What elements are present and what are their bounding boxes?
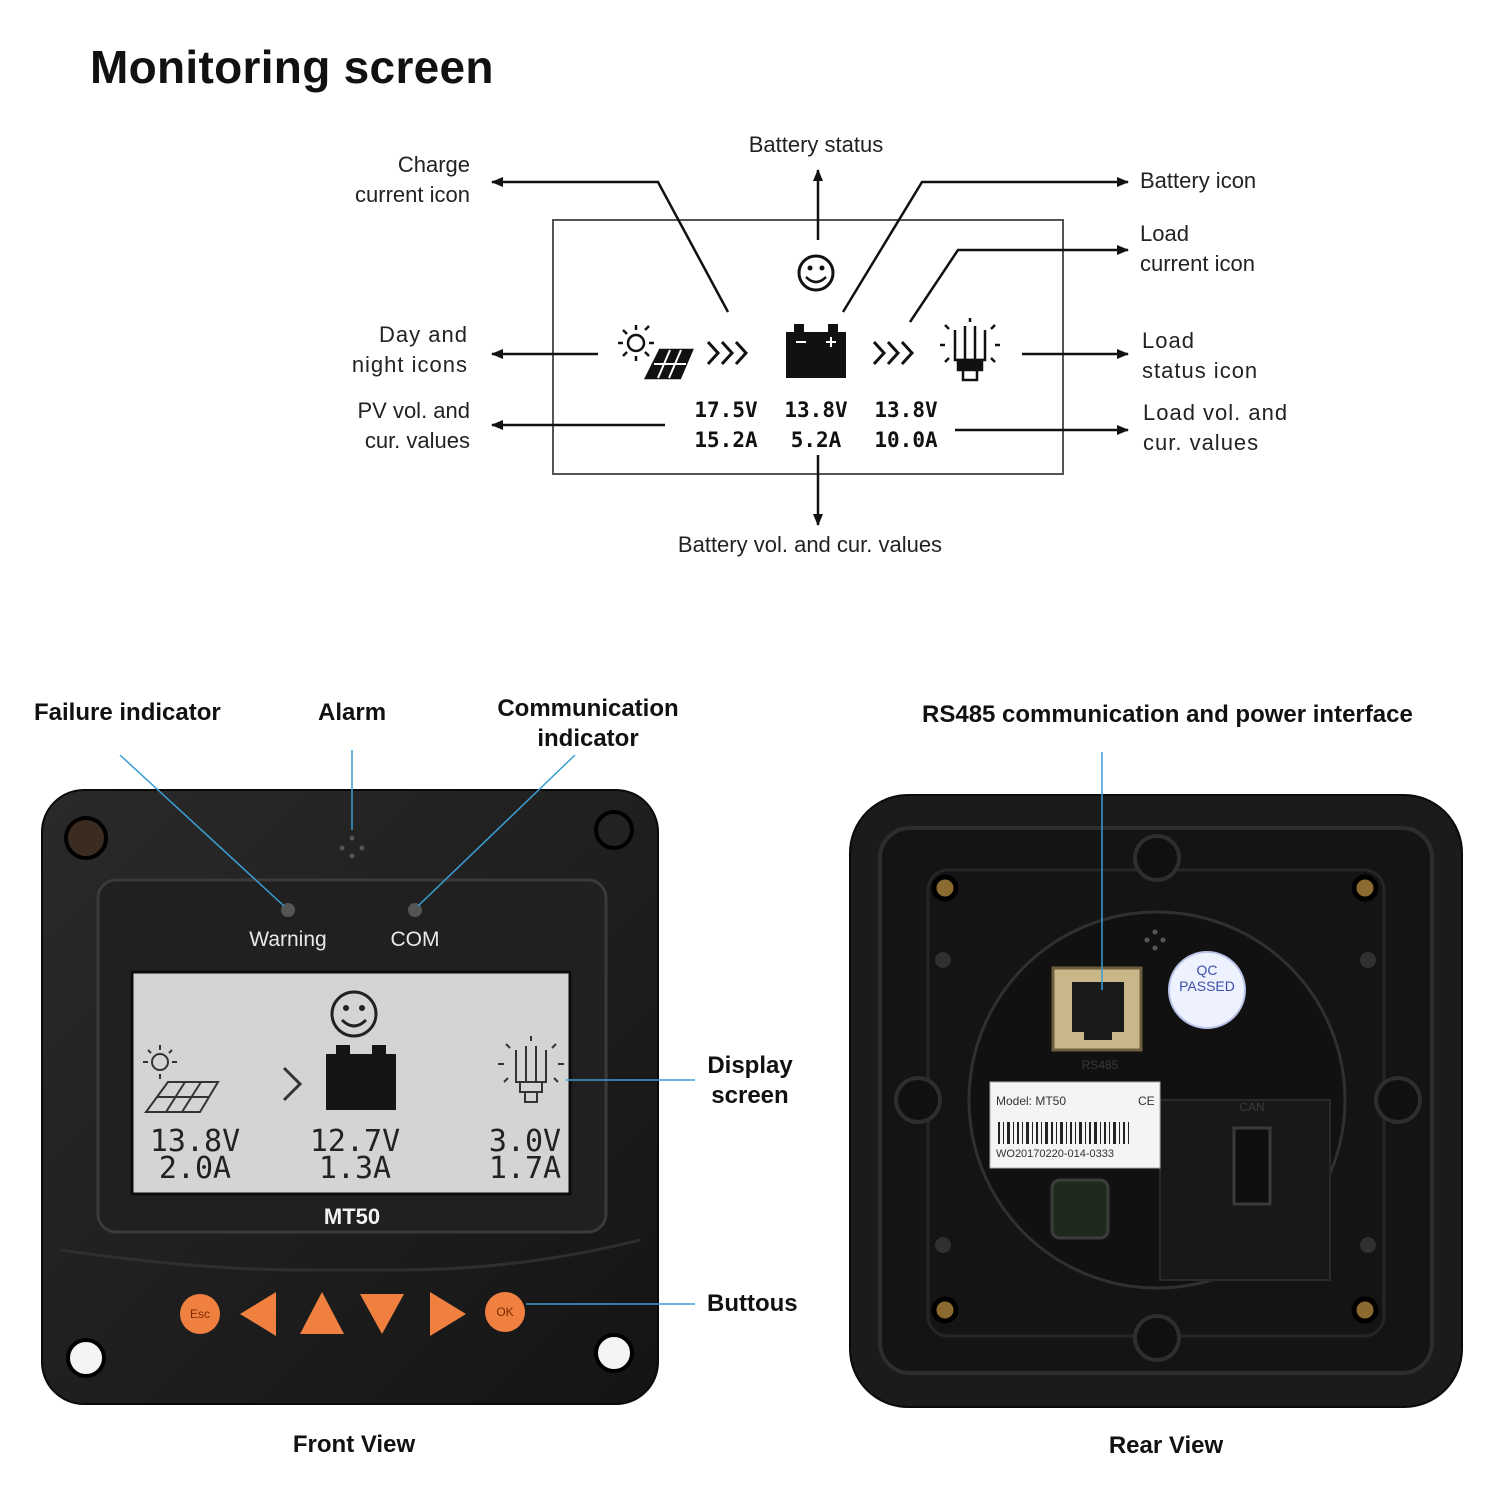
lcd-load-reading: 3.0V 1.7A xyxy=(488,1124,562,1186)
pv-values-label: PV vol. and cur. values xyxy=(357,398,470,453)
warning-led xyxy=(281,903,295,917)
qc-sticker xyxy=(1168,951,1246,1029)
load-chevrons-icon xyxy=(872,340,915,366)
day-night-icons-label: Day and night icons xyxy=(351,322,468,377)
ok-button-shape xyxy=(485,1292,525,1332)
lcd-battery-reading: 12.7V 1.3A xyxy=(309,1124,401,1186)
rs485-port-label: RS485 xyxy=(1081,1058,1119,1072)
nameplate-ce: CE xyxy=(1138,1094,1155,1108)
barcode xyxy=(998,1122,1129,1144)
page-title: Monitoring screen xyxy=(90,41,494,93)
buttons-label: Buttous xyxy=(707,1290,798,1317)
down-button-shape xyxy=(360,1294,404,1334)
ok-button[interactable]: OK xyxy=(496,1305,514,1319)
sun-panel-icon xyxy=(618,325,694,380)
nameplate-model: Model: MT50 xyxy=(996,1094,1067,1108)
battery-icon-arrow xyxy=(841,177,1129,313)
down-arrow-button[interactable] xyxy=(358,1292,406,1336)
failure-leader xyxy=(119,754,285,907)
front-view-caption: Front View xyxy=(292,1431,416,1458)
lcd-battery-icon xyxy=(326,1045,396,1110)
front-hole-tr xyxy=(594,810,634,850)
lcd-smiley-icon xyxy=(330,990,378,1038)
alarm-label: Alarm xyxy=(318,699,387,726)
load-bulb-icon xyxy=(940,318,1000,382)
lcd-pv-reading: 13.8V 2.0A xyxy=(149,1124,241,1186)
right-arrow-button[interactable] xyxy=(428,1290,468,1338)
charge-chevrons-icon xyxy=(706,340,749,366)
front-lower-contour xyxy=(59,1238,641,1272)
esc-button[interactable]: Esc xyxy=(189,1307,210,1321)
rear-alarm-grille xyxy=(1144,929,1166,951)
qc-sticker-text: QC PASSED xyxy=(1179,962,1235,994)
lcd-sun-panel-icon xyxy=(143,1045,220,1113)
lcd-frame xyxy=(552,219,1064,475)
battery-values-label: Battery vol. and cur. values xyxy=(677,532,943,557)
warning-led-label: Warning xyxy=(249,928,327,951)
communication-indicator-label: Communication indicator xyxy=(497,695,679,752)
rear-screws xyxy=(935,952,1376,1253)
charge-current-icon-label: Charge current icon xyxy=(355,152,470,207)
battery-icon xyxy=(786,324,846,378)
battery-icon-label: Battery icon xyxy=(1140,168,1257,193)
load-current-arrow xyxy=(908,245,1129,323)
model-label: MT50 xyxy=(323,1204,381,1229)
up-arrow-button[interactable] xyxy=(298,1290,346,1336)
load-status-icon-label: Load status icon xyxy=(1142,328,1259,383)
can-slot xyxy=(1232,1126,1272,1206)
failure-indicator-label: Failure indicator xyxy=(34,699,221,726)
load-values-label: Load vol. and cur. values xyxy=(1143,400,1289,455)
com-leader xyxy=(417,754,576,907)
front-hole-tl xyxy=(64,816,108,860)
battery-reading: 13.8V 5.2A xyxy=(784,398,848,452)
left-arrow-button[interactable] xyxy=(238,1290,278,1338)
lcd-bulb-icon xyxy=(498,1036,564,1103)
rs485-interface-label: RS485 communication and power interface xyxy=(922,701,1413,728)
rear-bosses xyxy=(894,834,1422,1362)
alarm-grille xyxy=(339,835,365,859)
right-button-shape xyxy=(430,1292,466,1336)
rear-bottom-connector xyxy=(1050,1178,1110,1240)
rear-brass-inserts xyxy=(931,874,1379,1324)
up-button-shape xyxy=(300,1292,344,1334)
nameplate-serial: WO20170220-014-0333 xyxy=(996,1148,1115,1160)
smiley-icon xyxy=(797,254,835,292)
com-led-label: COM xyxy=(390,928,440,951)
display-screen-label: Display screen xyxy=(707,1052,793,1109)
load-current-icon-label: Load current icon xyxy=(1140,221,1255,276)
esc-button-shape xyxy=(180,1294,220,1334)
left-button-shape xyxy=(240,1292,276,1336)
rear-view-caption: Rear View xyxy=(1108,1432,1224,1459)
lcd-chevron-icon xyxy=(282,1066,303,1102)
load-reading: 13.8V 10.0A xyxy=(874,398,938,452)
front-hole-br xyxy=(594,1333,634,1373)
can-label: CAN xyxy=(1239,1100,1265,1114)
pv-reading: 17.5V 15.2A xyxy=(694,398,758,452)
charge-current-arrow xyxy=(491,177,730,313)
battery-status-label: Battery status xyxy=(748,132,884,157)
front-hole-bl xyxy=(66,1338,106,1378)
